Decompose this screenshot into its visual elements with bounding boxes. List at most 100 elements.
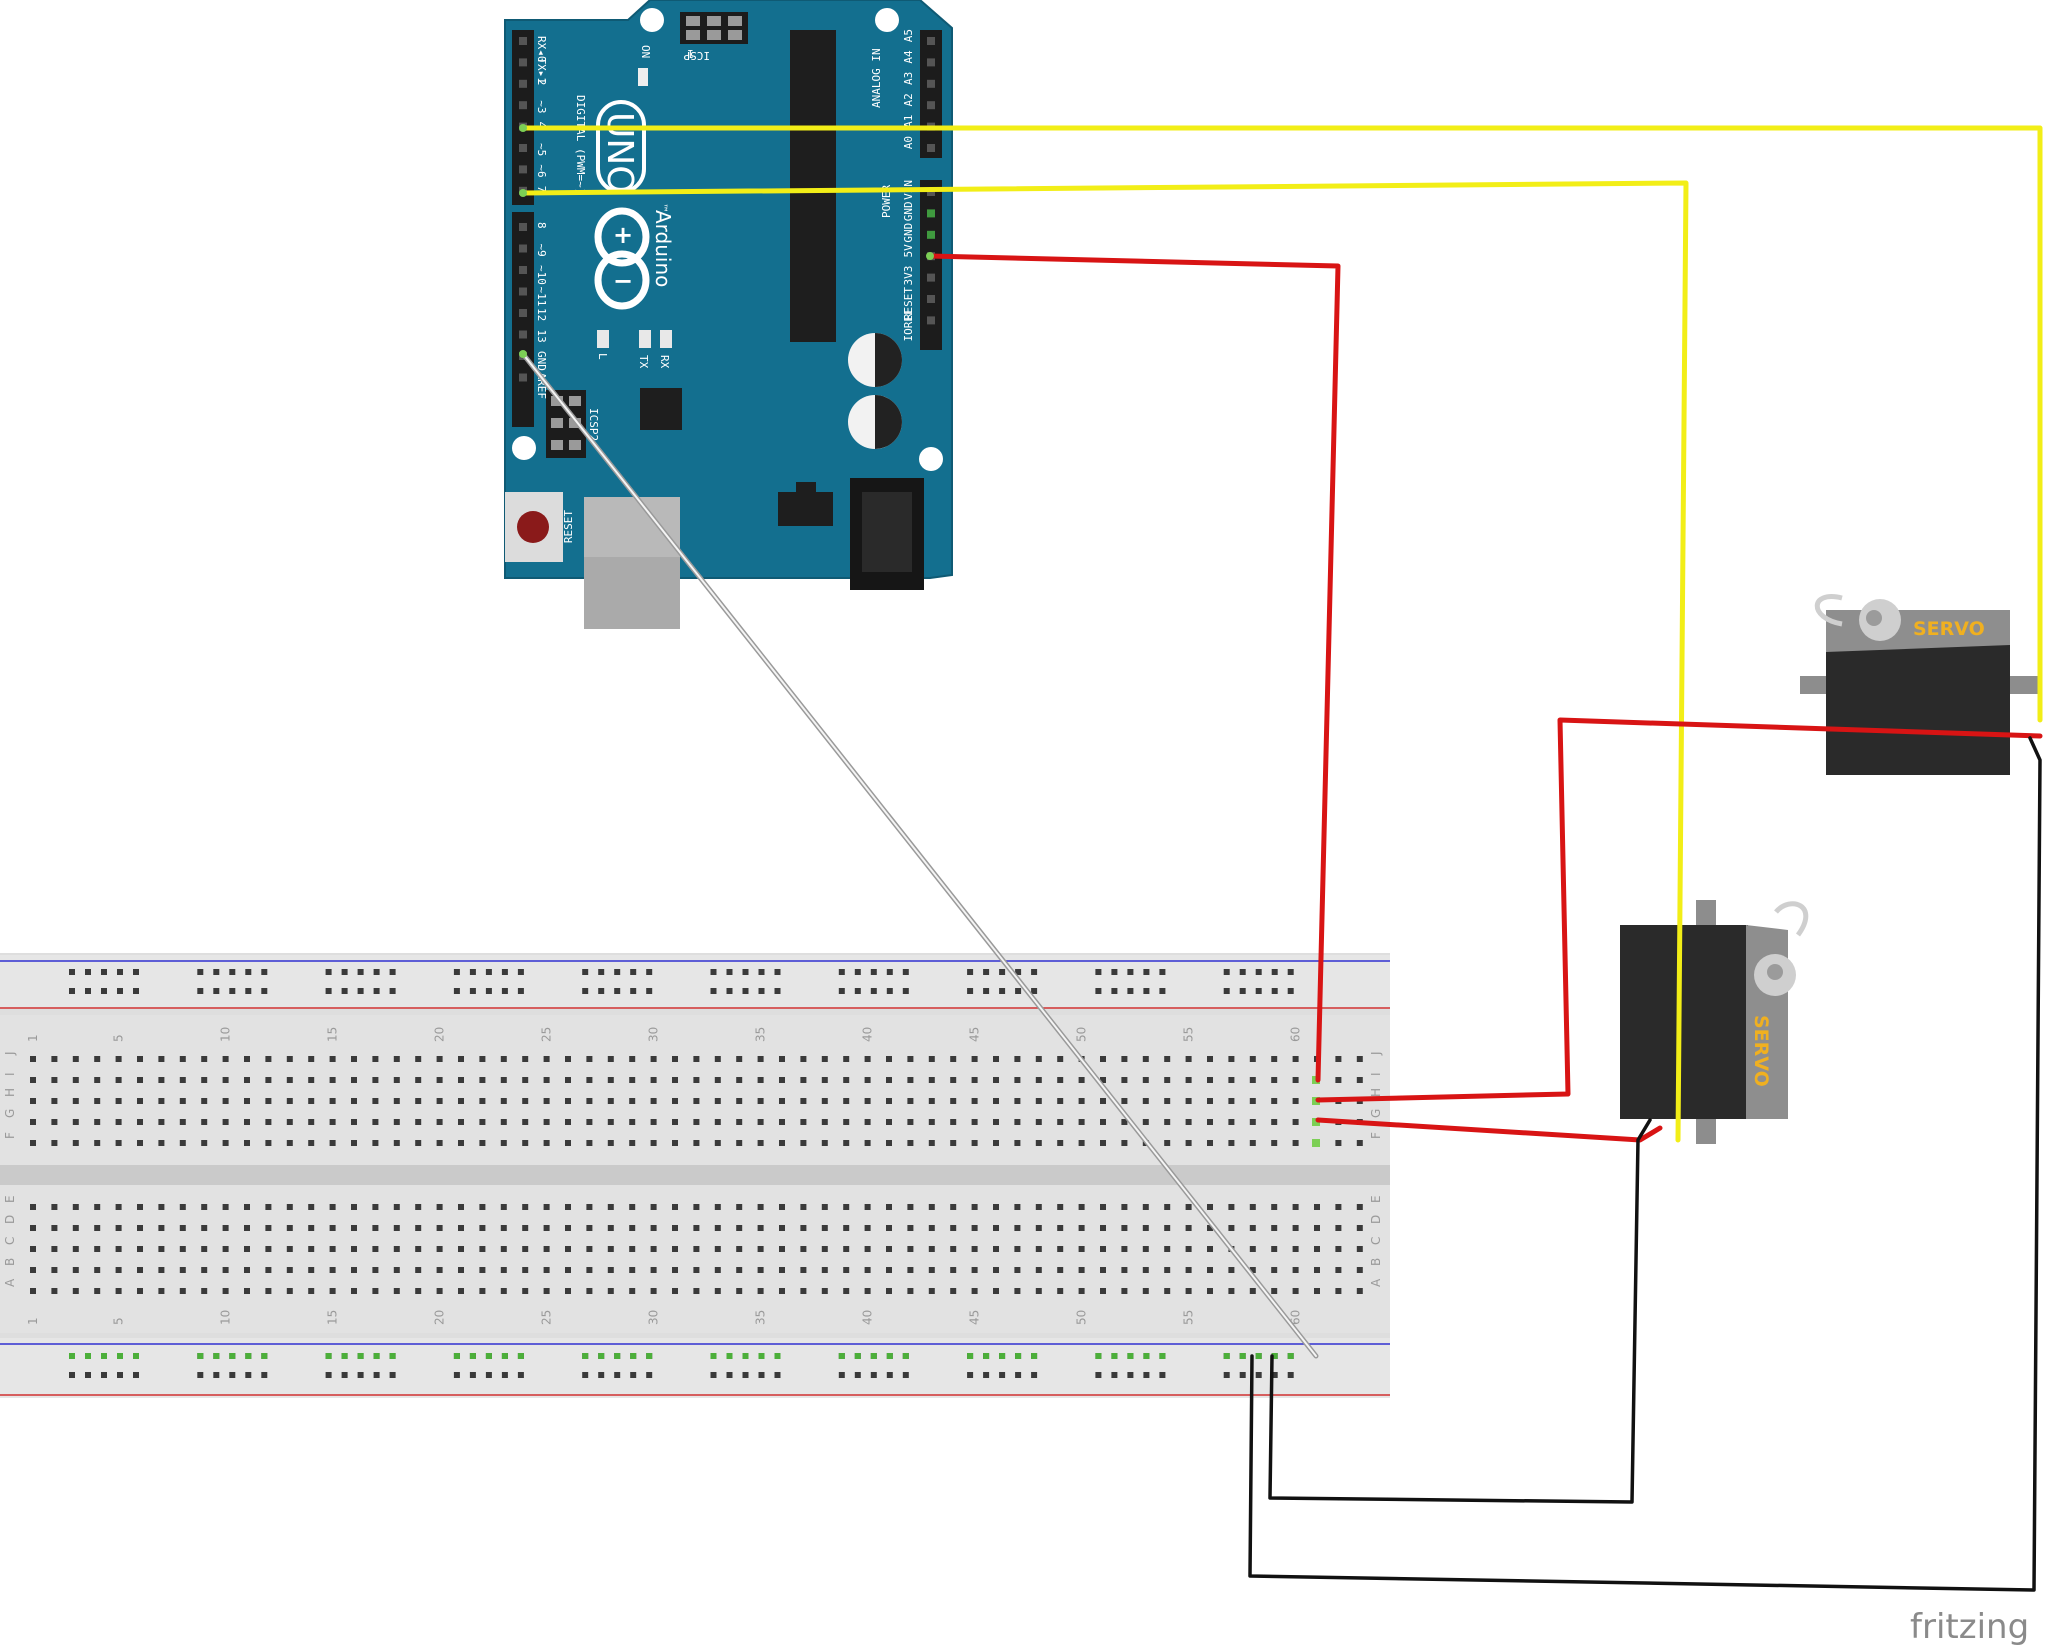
breadboard-hole — [1014, 1140, 1021, 1146]
breadboard-hole — [907, 1098, 914, 1104]
breadboard-hole — [179, 1246, 186, 1252]
breadboard-hole — [329, 1288, 336, 1294]
power-rail-hole — [1255, 969, 1262, 975]
row-letter: E — [1369, 1195, 1383, 1203]
breadboard-hole — [993, 1119, 999, 1125]
digital-pin-label: 2 — [535, 79, 548, 86]
breadboard-hole — [458, 1246, 464, 1252]
power-rail-hole — [101, 1372, 107, 1378]
breadboard-hole — [971, 1056, 978, 1062]
power-rail-hole — [582, 988, 589, 994]
breadboard-hole — [137, 1056, 143, 1062]
breadboard-hole — [1356, 1056, 1363, 1062]
power-rail-hole — [983, 1372, 990, 1378]
power-rail-hole — [517, 988, 524, 994]
power-rail-hole — [1143, 969, 1150, 975]
breadboard-hole — [158, 1267, 165, 1273]
breadboard-hole — [265, 1140, 272, 1146]
power-rail-hole — [1159, 988, 1166, 994]
breadboard-hole — [1249, 1288, 1256, 1294]
breadboard-hole — [1100, 1288, 1106, 1294]
power-rail-hole — [1031, 1372, 1038, 1378]
breadboard-hole — [950, 1288, 957, 1294]
digital-header-low — [512, 30, 534, 205]
power-rail-hole — [870, 988, 877, 994]
breadboard-hole — [94, 1056, 101, 1062]
breadboard-hole — [736, 1246, 743, 1252]
breadboard-hole — [393, 1267, 400, 1273]
breadboard-hole — [500, 1225, 507, 1231]
breadboard-hole — [1035, 1098, 1042, 1104]
breadboard-hole — [265, 1098, 272, 1104]
breadboard-hole — [586, 1119, 593, 1125]
digital-pin — [519, 309, 527, 317]
power-pin — [927, 188, 935, 196]
breadboard-hole — [158, 1077, 165, 1083]
breadboard-hole — [30, 1225, 36, 1231]
tx-label: TX — [637, 355, 650, 369]
breadboard-hole — [993, 1077, 999, 1083]
breadboard-hole — [928, 1267, 935, 1273]
digital-pin — [519, 373, 527, 382]
breadboard-hole — [115, 1267, 122, 1273]
breadboard-hole — [543, 1119, 550, 1125]
breadboard-hole — [779, 1267, 785, 1273]
breadboard-hole — [115, 1077, 122, 1083]
digital-header-high — [512, 212, 534, 427]
breadboard-hole — [1078, 1267, 1085, 1273]
breadboard-hole — [1271, 1288, 1278, 1294]
breadboard-hole — [158, 1225, 165, 1231]
analog-pin — [927, 101, 935, 110]
breadboard-hole — [72, 1140, 79, 1146]
power-rail-hole — [1015, 988, 1022, 994]
breadboard-hole — [137, 1077, 143, 1083]
breadboard-hole — [1335, 1246, 1342, 1252]
breadboard-hole — [1185, 1098, 1192, 1104]
breadboard-hole — [308, 1098, 315, 1104]
power-rail-hole — [469, 969, 476, 975]
servo-label: SERVO — [1750, 1015, 1772, 1087]
breadboard-hole — [1078, 1140, 1085, 1146]
breadboard-hole — [629, 1119, 636, 1125]
breadboard-hole — [308, 1204, 315, 1210]
breadboard-hole — [1271, 1140, 1278, 1146]
breadboard-hole — [1014, 1204, 1021, 1210]
power-rail-hole — [373, 969, 380, 975]
power-rail-hole — [117, 969, 123, 975]
connected-rail-hole — [1271, 1353, 1278, 1359]
power-rail-hole — [838, 969, 845, 975]
breadboard-hole — [115, 1119, 122, 1125]
breadboard-hole — [222, 1056, 229, 1062]
power-rail-hole — [1287, 969, 1294, 975]
breadboard-hole — [864, 1288, 871, 1294]
connected-rail-hole — [341, 1353, 348, 1359]
breadboard-hole — [94, 1225, 101, 1231]
breadboard-hole — [51, 1140, 58, 1146]
breadboard-hole — [779, 1204, 785, 1210]
connected-rail-hole — [710, 1353, 717, 1359]
breadboard-hole — [565, 1267, 571, 1273]
breadboard-hole — [586, 1267, 593, 1273]
connected-rail-hole — [1287, 1353, 1294, 1359]
power-rail-hole — [1239, 969, 1246, 975]
power-rail-hole — [1287, 988, 1294, 994]
row-letter: J — [3, 1051, 17, 1056]
breadboard-hole — [950, 1140, 957, 1146]
center-channel — [0, 1165, 1390, 1185]
breadboard-hole — [950, 1056, 957, 1062]
breadboard-hole — [1164, 1204, 1171, 1210]
breadboard-hole — [971, 1204, 978, 1210]
connected-hole — [1312, 1118, 1320, 1126]
digital-pin — [519, 165, 527, 174]
breadboard-hole — [1292, 1267, 1299, 1273]
breadboard-hole — [1121, 1077, 1128, 1083]
power-rail-hole — [1111, 988, 1118, 994]
power-rail-hole — [245, 988, 252, 994]
power-rail-hole — [886, 988, 893, 994]
column-number: 50 — [1075, 1310, 1089, 1325]
breadboard-hole — [650, 1267, 657, 1273]
power-rail-hole — [245, 969, 252, 975]
breadboard-hole — [137, 1119, 143, 1125]
breadboard-hole — [1228, 1288, 1235, 1294]
breadboard-hole — [522, 1246, 529, 1252]
